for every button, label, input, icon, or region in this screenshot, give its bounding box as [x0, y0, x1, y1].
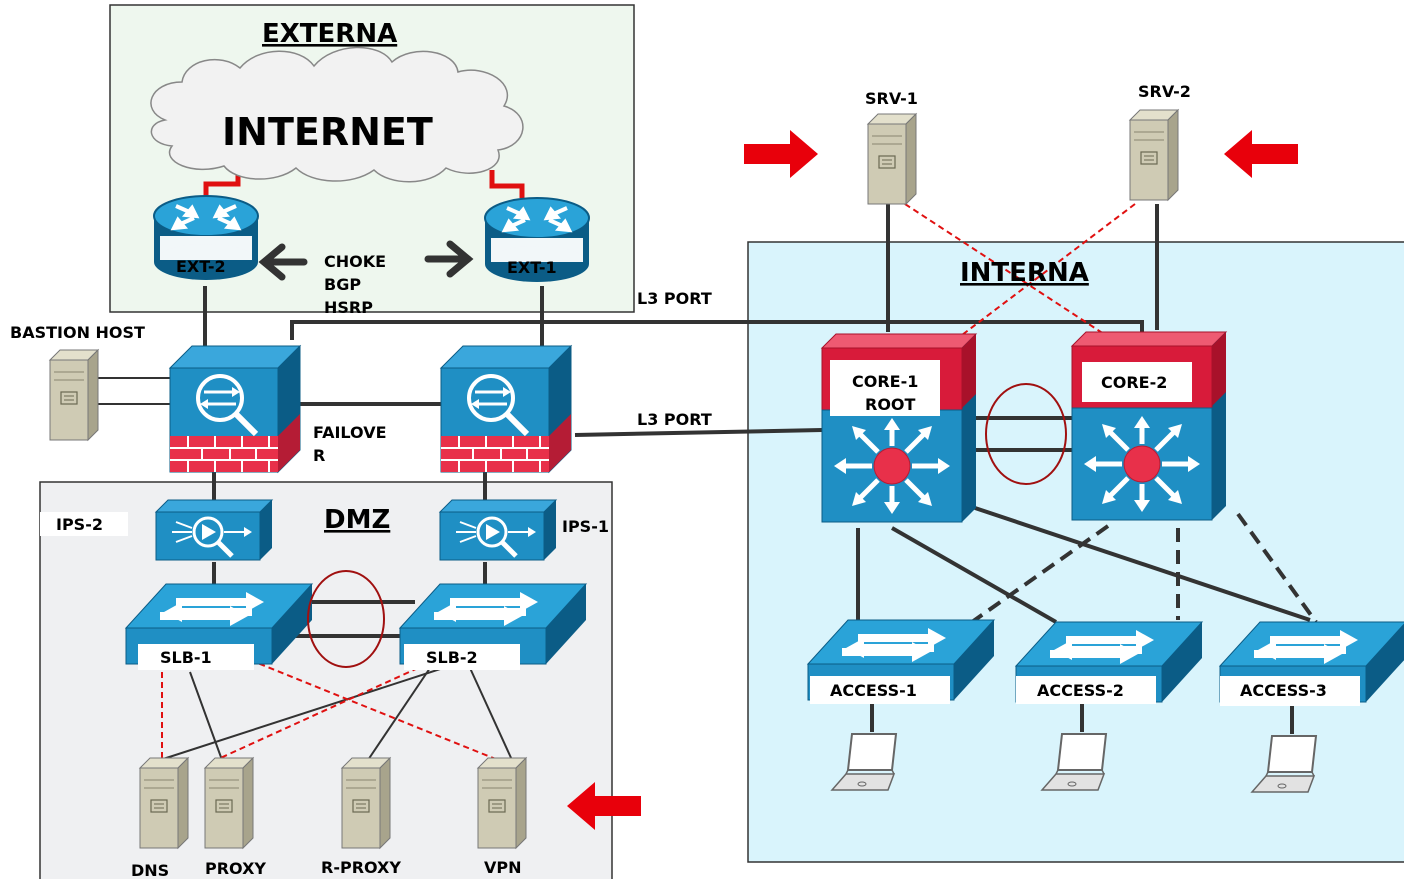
router-ext1-label: EXT-1: [507, 258, 557, 277]
cloud-icon: [150, 46, 524, 183]
access3-label-bg: [1220, 676, 1360, 706]
server-icon-bastion: [49, 349, 99, 441]
ips2-label-bg: [40, 512, 128, 536]
access1-label: ACCESS-1: [830, 681, 917, 700]
core1-label-line2: ROOT: [865, 395, 916, 414]
links-red-dashed: [161, 203, 1136, 761]
links-thin: [96, 377, 513, 761]
firewall-icon-1: [170, 346, 300, 472]
server-icon-rproxy: [341, 757, 391, 849]
proxy-label: PROXY: [205, 859, 266, 878]
firewall-icon-2: [441, 346, 571, 472]
failover-label-1: FAILOVE: [313, 423, 387, 442]
access2-label: ACCESS-2: [1037, 681, 1124, 700]
rproxy-label: R-PROXY: [321, 858, 401, 877]
core2-label: CORE-2: [1101, 373, 1167, 392]
slb2-label: SLB-2: [426, 648, 478, 667]
arrow-icon-srv2: [1224, 130, 1298, 178]
arrow-icon-srv1: [744, 130, 818, 178]
slb2-label-bg: [404, 644, 520, 670]
server-icon-srv2: [1129, 109, 1179, 201]
server-icon-srv1: [867, 113, 917, 205]
l3-port-top-label: L3 PORT: [637, 289, 712, 308]
dns-label: DNS: [131, 861, 169, 879]
externa-title: EXTERNA: [262, 19, 397, 49]
interna-title: INTERNA: [960, 258, 1089, 288]
core2-label-bg: [1082, 362, 1192, 402]
bastion-host-label: BASTION HOST: [10, 323, 145, 342]
access2-label-bg: [1016, 676, 1156, 704]
slb1-label-bg: [138, 644, 254, 670]
links-solid: [203, 204, 1311, 734]
server-icon-proxy: [204, 757, 254, 849]
vpn-label: VPN: [484, 858, 522, 877]
core1-label-bg: [830, 360, 940, 416]
hsrp-label: HSRP: [324, 298, 373, 317]
dmz-title: DMZ: [324, 505, 390, 535]
stp-ring-dmz: [307, 570, 385, 668]
ips2-label: IPS-2: [56, 515, 103, 534]
l3-port-mid-label: L3 PORT: [637, 410, 712, 429]
choke-label: CHOKE: [324, 252, 386, 271]
slb1-label: SLB-1: [160, 648, 212, 667]
internet-uplinks: [203, 170, 525, 198]
router-arrows: [258, 240, 474, 281]
ips-icon-2: [156, 500, 272, 560]
bgp-label: BGP: [324, 275, 361, 294]
links-dashed: [970, 512, 1318, 624]
server-icon-dns: [139, 757, 189, 849]
access1-label-bg: [810, 676, 950, 704]
internet-label: INTERNET: [222, 110, 433, 154]
ips-icon-1: [440, 500, 556, 560]
ips1-label: IPS-1: [562, 517, 609, 536]
server-icon-vpn: [477, 757, 527, 849]
core1-label-line1: CORE-1: [852, 372, 918, 391]
stp-ring-core: [985, 383, 1067, 485]
core-switch-icon-2: [1072, 332, 1226, 520]
access3-label: ACCESS-3: [1240, 681, 1327, 700]
router-ext2-label: EXT-2: [176, 257, 226, 276]
failover-label-2: R: [313, 446, 325, 465]
srv1-label: SRV-1: [865, 89, 918, 108]
srv2-label: SRV-2: [1138, 82, 1191, 101]
